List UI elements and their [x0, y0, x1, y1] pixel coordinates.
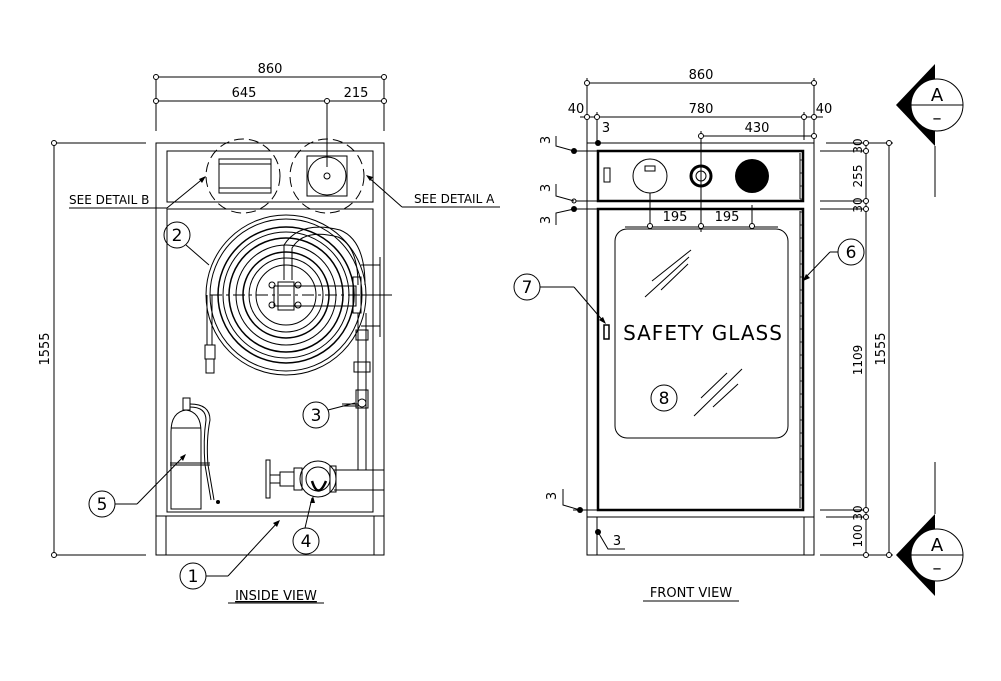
front-dim-spacing-right: 195 [715, 210, 740, 225]
section-letter-bottom: A [931, 535, 944, 556]
inside-height-dimension: 1555 [38, 140, 146, 558]
svg-text:4: 4 [301, 532, 312, 552]
section-sheet-bottom: – [933, 558, 942, 579]
dim-overall-width: 860 [258, 62, 283, 77]
svg-text:2: 2 [172, 226, 183, 246]
front-left-gap-callouts: 3 3 3 3 3 [539, 136, 625, 550]
inside-view: 860 645 215 1555 [38, 62, 500, 604]
riser-pipe [334, 257, 392, 491]
front-dim-spacing-left: 195 [663, 210, 688, 225]
front-dim-gap-left-2: 3 [539, 184, 554, 192]
hinge-ticks [800, 159, 804, 499]
safety-glass: SAFETY GLASS [603, 228, 789, 439]
bubble-8: 8 [650, 384, 678, 412]
front-dim-gap-bottom-inner: 3 [613, 534, 621, 549]
front-dim-right-base: 100 [851, 525, 865, 548]
svg-text:5: 5 [97, 495, 108, 515]
hose-reel [204, 214, 380, 376]
front-dim-gap-bottom-left: 3 [545, 492, 560, 500]
detail-a-box [289, 138, 365, 214]
front-dim-right-door: 1109 [851, 345, 865, 376]
fire-extinguisher [170, 397, 220, 510]
front-dim-gap-left-1: 3 [539, 136, 554, 144]
dim-left-part: 645 [232, 86, 257, 101]
dim-right-part: 215 [344, 86, 369, 101]
see-detail-b-label: SEE DETAIL B [69, 193, 149, 207]
section-sheet-top: – [933, 108, 942, 129]
front-dim-inner-width: 780 [689, 102, 714, 117]
bubble-1: 1 [179, 520, 280, 590]
bubble-7: 7 [513, 273, 606, 324]
inside-top-dimensions: 860 645 215 [153, 62, 387, 167]
bubble-3: 3 [302, 401, 356, 429]
front-dim-overall-width: 860 [689, 68, 714, 83]
bubble-4: 4 [292, 496, 320, 555]
front-view: 860 40 780 40 430 3 [513, 68, 893, 602]
see-detail-a-label: SEE DETAIL A [414, 192, 495, 206]
inside-view-title: INSIDE VIEW [235, 589, 317, 604]
bubble-6: 6 [803, 238, 865, 281]
front-dim-right-top-frame: 30 [851, 138, 865, 153]
landing-valve [265, 459, 337, 499]
front-dim-overall-height: 1555 [874, 332, 889, 365]
see-detail-a-callout: SEE DETAIL A [366, 175, 500, 208]
front-spacing-dimensions: 195 195 [625, 210, 778, 229]
bubble-5: 5 [88, 454, 186, 518]
front-dim-gap-top: 3 [602, 121, 610, 136]
front-dim-gap-left-3: 3 [539, 216, 554, 224]
section-marker-bottom: A – [896, 462, 964, 596]
bubble-2: 2 [163, 221, 210, 266]
section-letter-top: A [931, 85, 944, 106]
svg-text:3: 3 [311, 406, 322, 426]
dim-overall-height: 1555 [38, 332, 53, 365]
front-dim-left-margin: 40 [568, 102, 585, 117]
safety-glass-label: SAFETY GLASS [623, 321, 783, 345]
front-dim-right-low-frame: 30 [851, 505, 865, 520]
svg-text:8: 8 [659, 389, 670, 409]
front-view-title: FRONT VIEW [650, 586, 732, 601]
front-top-panel-items [603, 158, 769, 226]
svg-text:1: 1 [188, 567, 199, 587]
section-marker-top: A – [896, 64, 964, 197]
detail-b-box [205, 138, 281, 214]
front-dim-right-margin: 40 [816, 102, 833, 117]
see-detail-b-callout: SEE DETAIL B [69, 176, 206, 209]
front-right-dimensions: 30 255 30 1109 30 100 1555 [820, 138, 893, 558]
svg-text:6: 6 [846, 243, 857, 263]
front-dim-right-panel: 255 [851, 165, 865, 188]
svg-text:7: 7 [522, 278, 533, 298]
front-dim-offset: 430 [745, 121, 770, 136]
front-dim-right-mid-frame: 30 [851, 197, 865, 212]
